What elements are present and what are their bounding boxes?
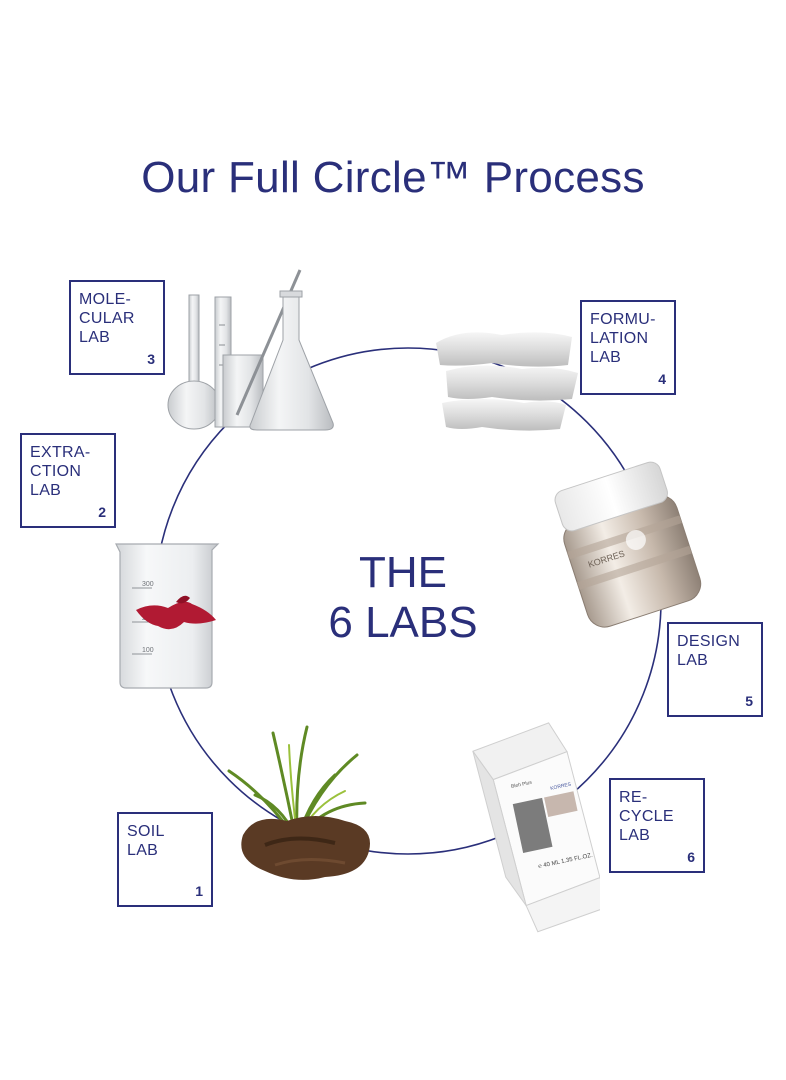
lab-label-line: LATION (590, 330, 649, 347)
beaker-mark-100: 100 (142, 647, 154, 654)
lab-label-line: LAB (619, 827, 651, 844)
lab-label-line: LAB (677, 652, 709, 669)
center-label-line2: 6 LABS (328, 598, 478, 647)
lab-label-line: LAB (127, 842, 159, 859)
paper-packaging-box-illustration: Bleh Plus KORRES ℮ 40 ML 1.35 FL.OZ. (472, 722, 600, 933)
beaker-mark-300: 300 (142, 581, 154, 588)
box-small-text: Bleh Plus (511, 780, 533, 790)
lab-box-design-label: DESIGN LAB (677, 632, 740, 670)
lab-label-line: RE- (619, 789, 648, 806)
plant-with-soil-illustration (227, 725, 370, 880)
lab-number: 3 (147, 351, 155, 367)
laboratory-glassware-illustration (167, 269, 334, 431)
lab-box-molecular: MOLE- CULAR LAB 3 (69, 280, 165, 375)
lab-box-recycle: RE- CYCLE LAB 6 (609, 778, 705, 873)
box-brand-text: KORRES (550, 781, 573, 791)
lab-number: 4 (658, 371, 666, 387)
lab-label-line: LAB (590, 349, 622, 366)
lab-box-formulation: FORMU- LATION LAB 4 (580, 300, 676, 395)
cosmetic-jar-illustration: KORRES (554, 461, 702, 628)
center-label-line1: THE (359, 548, 447, 597)
lab-label-line: EXTRA- (30, 444, 91, 461)
lab-box-molecular-label: MOLE- CULAR LAB (79, 290, 135, 347)
lab-label-line: FORMU- (590, 311, 656, 328)
lab-box-soil: SOIL LAB 1 (117, 812, 213, 907)
beaker-with-red-petals-illustration: 300 200 100 (115, 543, 220, 689)
lab-number: 1 (195, 883, 203, 899)
center-label: THE 6 LABS (293, 548, 513, 648)
lab-label-line: CTION (30, 463, 82, 480)
cream-swatches-illustration (436, 332, 578, 431)
lab-box-extraction-label: EXTRA- CTION LAB (30, 443, 90, 500)
lab-box-soil-label: SOIL LAB (127, 822, 165, 860)
lab-label-line: CULAR (79, 310, 135, 327)
lab-number: 6 (687, 849, 695, 865)
lab-box-design: DESIGN LAB 5 (667, 622, 763, 717)
page-title: Our Full Circle™ Process (141, 153, 645, 202)
lab-box-formulation-label: FORMU- LATION LAB (590, 310, 656, 367)
lab-label-line: DESIGN (677, 633, 741, 650)
lab-label-line: LAB (30, 482, 62, 499)
lab-label-line: SOIL (127, 823, 165, 840)
lab-box-extraction: EXTRA- CTION LAB 2 (20, 433, 116, 528)
lab-label-line: CYCLE (619, 808, 674, 825)
lab-label-line: MOLE- (79, 291, 132, 308)
lab-box-recycle-label: RE- CYCLE LAB (619, 788, 674, 845)
lab-number: 2 (98, 504, 106, 520)
lab-number: 5 (745, 693, 753, 709)
lab-label-line: LAB (79, 329, 111, 346)
